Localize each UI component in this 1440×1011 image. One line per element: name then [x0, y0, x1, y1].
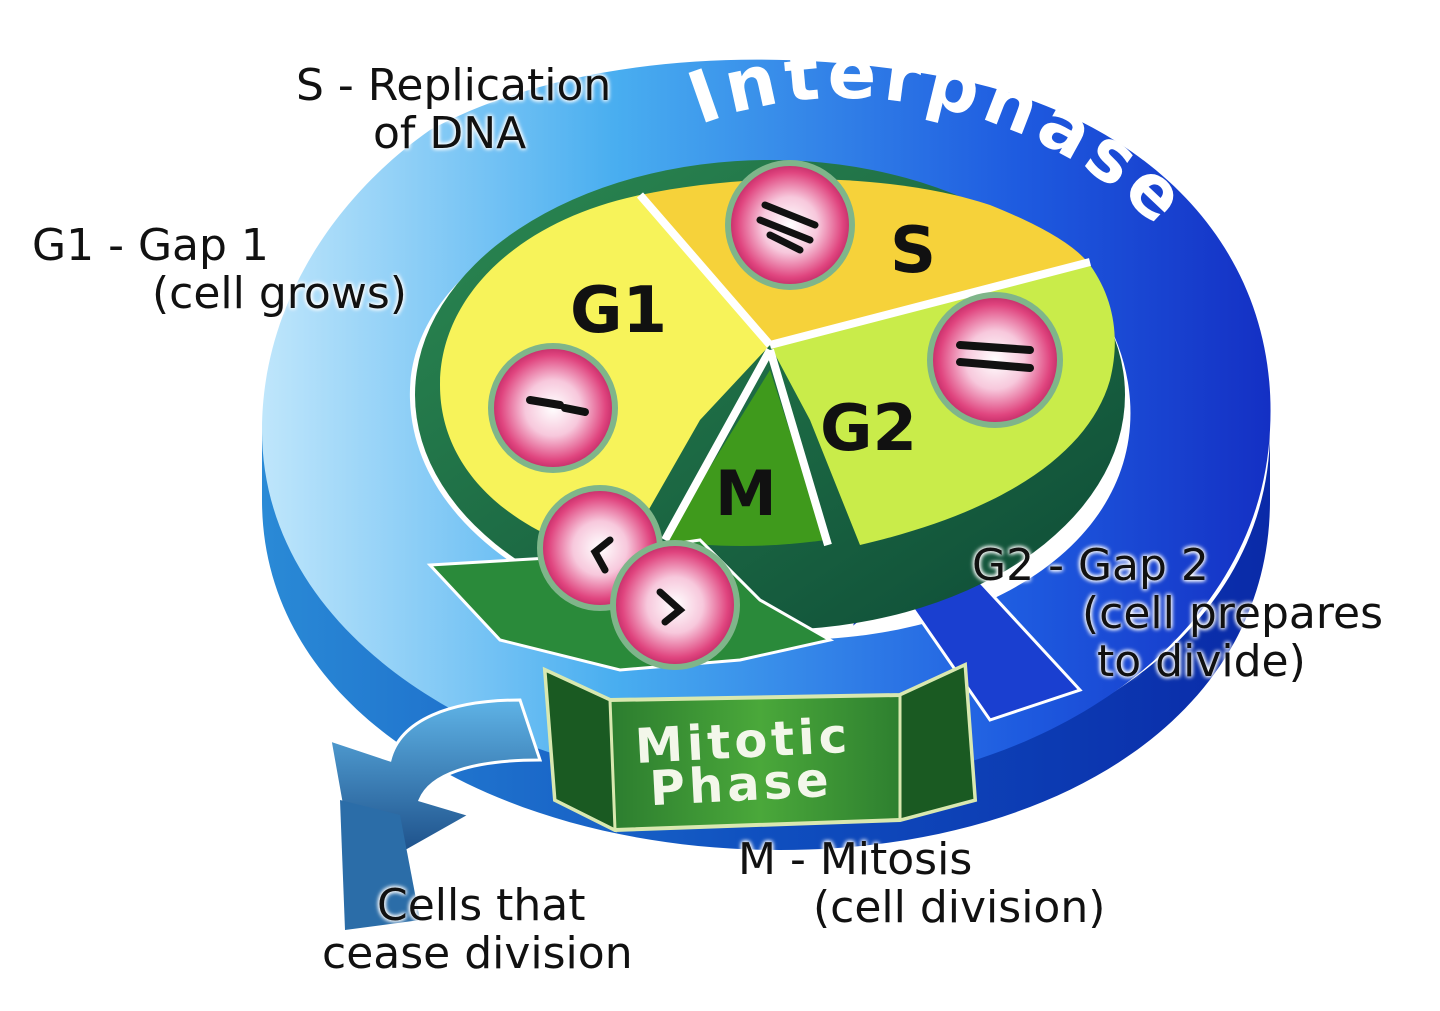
mitotic-banner-fold-left — [543, 667, 617, 833]
segment-m — [665, 370, 825, 546]
segment-label-m: M — [715, 457, 777, 530]
cell-s-phase — [725, 160, 855, 290]
callout-m-mitosis: M - Mitosis (cell division) — [738, 834, 1106, 933]
segment-label-s: S — [890, 214, 936, 288]
callout-g2-gap2: G2 - Gap 2 (cell prepares to divide) — [972, 540, 1383, 687]
cease-division-tail — [340, 800, 420, 930]
mitotic-phase-line2: Phase — [648, 752, 834, 817]
cell-dividing — [537, 485, 740, 670]
callout-s-replication: S - Replication of DNA — [296, 60, 612, 159]
cell-g1-phase — [488, 343, 618, 473]
mitotic-phase-line1: Mitotic — [634, 708, 853, 775]
callout-g1-gap1: G1 - Gap 1 (cell grows) — [32, 220, 407, 319]
segment-label-g1: G1 — [570, 274, 667, 348]
segment-label-g2: G2 — [820, 392, 917, 466]
cell-g2-phase — [927, 292, 1063, 428]
mitotic-banner-fold-right — [898, 662, 977, 822]
segment-dividers — [636, 192, 1092, 547]
callout-cease-division: Cells that cease division — [322, 880, 633, 979]
